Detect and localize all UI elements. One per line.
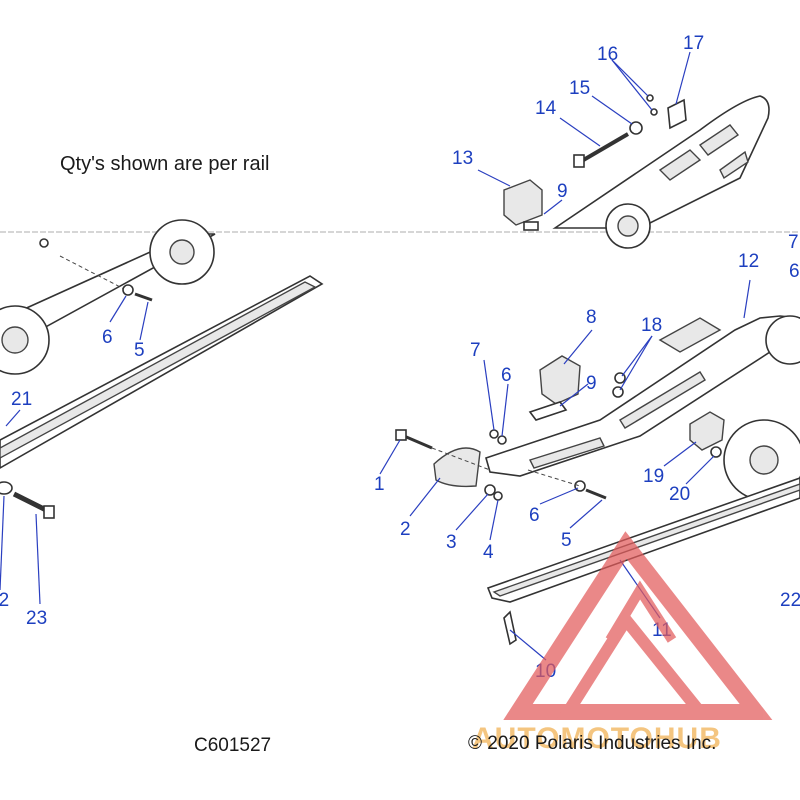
callout-14: 14: [535, 98, 557, 119]
callout-23: 23: [26, 608, 47, 629]
callout-6-right-lower: 6: [529, 505, 540, 526]
callout-7-edge: 7: [788, 232, 799, 253]
callout-16: 16: [597, 44, 618, 65]
callout-7-right: 7: [470, 340, 481, 361]
callout-6-right-upper: 6: [501, 365, 512, 386]
left-rail-assembly: [0, 219, 324, 519]
callout-6-edge: 6: [789, 261, 800, 282]
callout-20: 20: [669, 484, 690, 505]
top-rail-assembly: [503, 94, 770, 249]
callout-17: 17: [683, 33, 704, 54]
callout-21: 21: [11, 389, 32, 410]
callout-5-left: 5: [134, 340, 145, 361]
quantity-note: Qty's shown are per rail: [60, 153, 270, 175]
right-rail-assembly: [395, 315, 800, 646]
callout-labels: 1 2 3 4 5 6 6 6 6 7 7 8 9 9 10 11 12 13 …: [0, 33, 800, 682]
callout-6-left: 6: [102, 327, 113, 348]
watermark-logo: AUTOMOTOHUB: [472, 531, 773, 755]
callout-5-right: 5: [561, 530, 572, 551]
callout-15: 15: [569, 78, 590, 99]
callout-1: 1: [374, 474, 385, 495]
callout-2: 2: [400, 519, 411, 540]
callout-3: 3: [446, 532, 457, 553]
callout-12: 12: [738, 251, 759, 272]
callout-13: 13: [452, 148, 473, 169]
callout-8: 8: [586, 307, 597, 328]
callout-18: 18: [641, 315, 662, 336]
callout-4: 4: [483, 542, 494, 563]
callout-22-left: 22: [0, 590, 9, 611]
callout-19: 19: [643, 466, 664, 487]
diagram-code: C601527: [194, 735, 272, 756]
copyright-text: © 2020 Polaris Industries Inc.: [468, 733, 717, 754]
watermark-text: AUTOMOTOHUB: [472, 722, 722, 755]
callout-9-right: 9: [586, 373, 597, 394]
callout-22-right: 22: [780, 590, 800, 611]
callout-9-top: 9: [557, 181, 568, 202]
